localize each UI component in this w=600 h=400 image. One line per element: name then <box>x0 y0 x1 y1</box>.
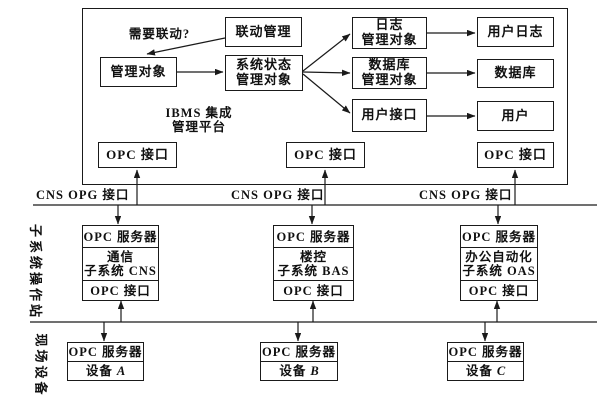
need-linkage-label: 需要联动? <box>128 27 191 41</box>
opc-server-cell: OPC 服务器 <box>261 345 336 359</box>
box-opc-interface-platform-1: OPC 接口 <box>98 142 177 168</box>
label-field-devices: 现场设备 <box>33 333 49 398</box>
box-subsystem-bas: OPC 服务器 楼控 子系统 BAS OPC 接口 <box>273 225 354 301</box>
subsystem-name-cell: 楼控 子系统 BAS <box>274 247 353 280</box>
box-subsystem-oas: OPC 服务器 办公自动化 子系统 OAS OPC 接口 <box>460 225 538 301</box>
bus-label-2: CNS OPG 接口 <box>231 188 325 202</box>
opc-server-cell: OPC 服务器 <box>276 229 351 244</box>
box-user-interface: 用户接口 <box>352 99 427 132</box>
bus-label-1: CNS OPG 接口 <box>36 188 130 202</box>
box-database-management-object: 数据库 管理对象 <box>352 57 427 89</box>
box-opc-interface-platform-3: OPC 接口 <box>477 142 554 168</box>
box-subsystem-cns: OPC 服务器 通信 子系统 CNS OPC 接口 <box>82 225 159 301</box>
device-letter: B <box>310 364 319 378</box>
box-database: 数据库 <box>477 59 554 88</box>
box-user-log: 用户日志 <box>477 17 554 47</box>
opc-server-cell: OPC 服务器 <box>83 229 158 244</box>
box-user: 用户 <box>477 101 554 131</box>
bus-label-3: CNS OPG 接口 <box>419 188 513 202</box>
opc-interface-cell: OPC 接口 <box>461 280 537 300</box>
box-linkage-management: 联动管理 <box>225 17 302 47</box>
opc-interface-cell: OPC 接口 <box>83 280 158 300</box>
subsystem-name-cell: 办公自动化 子系统 OAS <box>461 247 537 280</box>
device-letter: A <box>116 364 126 378</box>
opc-interface-cell: OPC 接口 <box>274 280 353 300</box>
box-opc-interface-platform-2: OPC 接口 <box>286 142 365 168</box>
box-log-management-object: 日志 管理对象 <box>352 17 427 49</box>
box-management-object: 管理对象 <box>100 57 177 87</box>
ibms-platform-title: IBMS 集成 管理平台 <box>165 106 233 134</box>
label-operation-station: 子系统操作站 <box>28 224 43 321</box>
opc-server-cell: OPC 服务器 <box>461 229 536 244</box>
subsystem-name-cell: 通信 子系统 CNS <box>83 247 158 280</box>
box-system-status-management-object: 系统状态 管理对象 <box>225 55 303 91</box>
ibms-platform-frame <box>82 8 568 185</box>
opc-server-cell: OPC 服务器 <box>68 345 143 359</box>
opc-server-cell: OPC 服务器 <box>448 345 523 359</box>
device-letter: C <box>496 364 506 378</box>
